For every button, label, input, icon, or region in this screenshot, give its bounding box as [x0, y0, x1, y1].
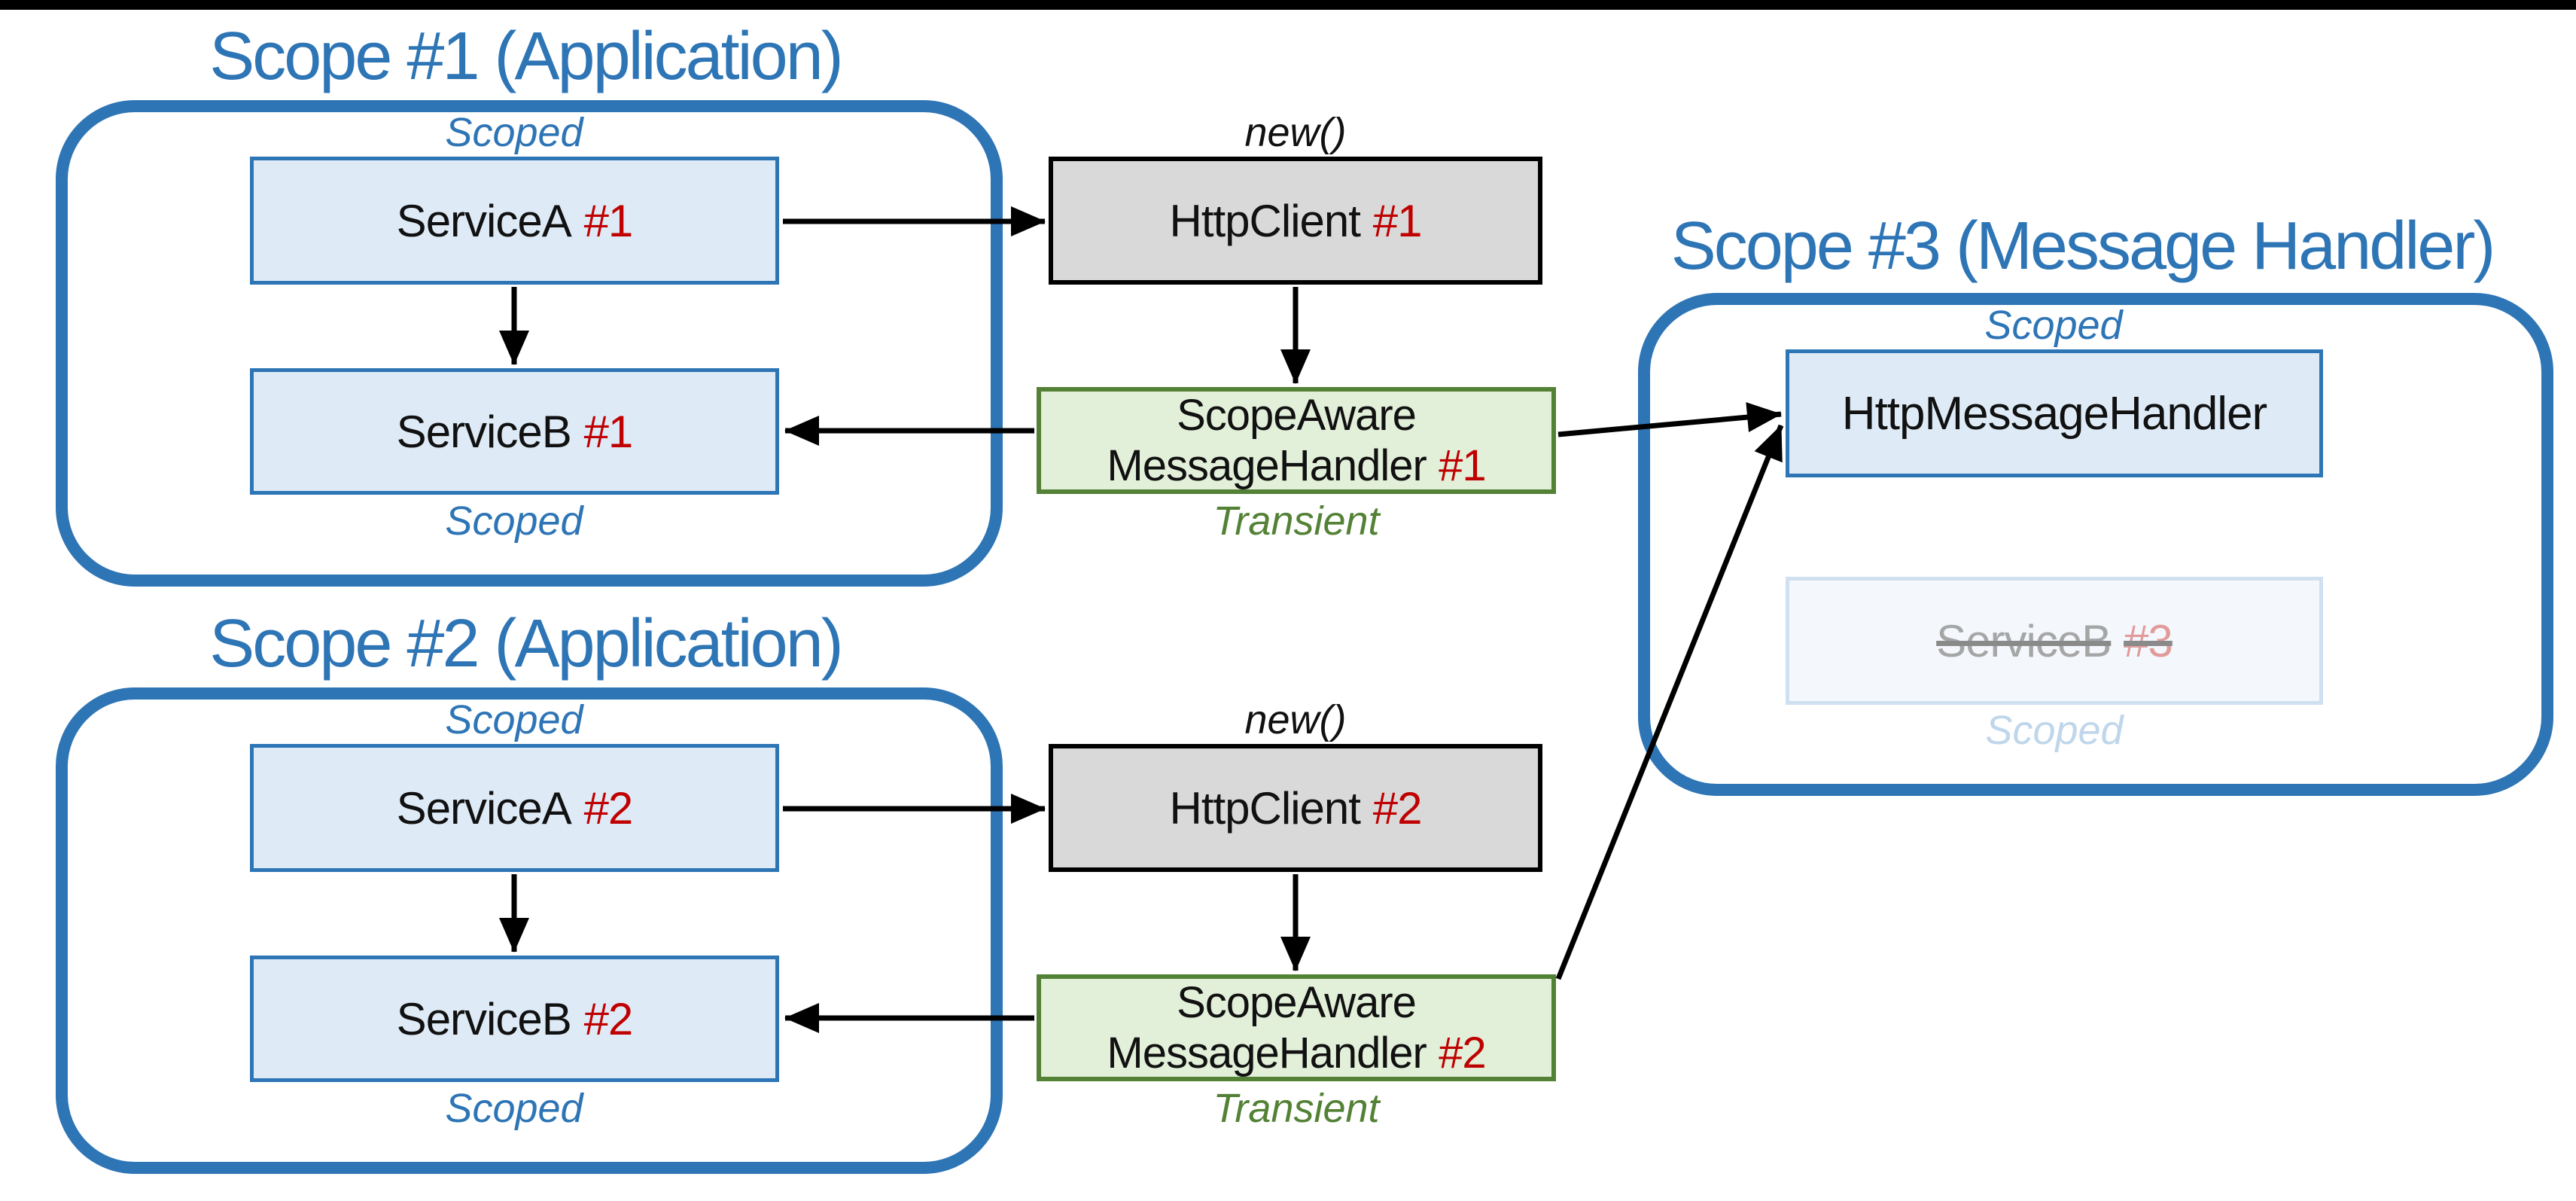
scope3-scoped-bottom-label: Scoped — [1985, 708, 2124, 753]
servicea2-label: ServiceA — [396, 782, 572, 834]
transient2-label: Transient — [1213, 1086, 1380, 1131]
httpclient2-instance: #2 — [1372, 782, 1423, 834]
scopeaware2-line2: MessageHandler — [1107, 1029, 1427, 1078]
serviceb2-box: ServiceB #2 — [250, 956, 779, 1082]
httpmessagehandler-box: HttpMessageHandler — [1786, 349, 2323, 477]
new1-label: new() — [1244, 110, 1347, 155]
scopeaware1-line2: MessageHandler — [1107, 441, 1427, 490]
httpclient1-label: HttpClient — [1169, 195, 1361, 246]
serviceb3-label: ServiceB — [1936, 615, 2112, 666]
top-black-bar — [0, 0, 2576, 10]
servicea2-instance: #2 — [583, 782, 634, 834]
scopeaware2-instance: #2 — [1439, 1029, 1487, 1078]
scope3-boundary — [1638, 293, 2553, 796]
httpclient2-box: HttpClient #2 — [1049, 744, 1542, 872]
scopeaware-messagehandler2-box: ScopeAware MessageHandler #2 — [1037, 974, 1556, 1081]
scopeaware1-line1: ScopeAware — [1177, 390, 1417, 440]
scopeaware2-line1: ScopeAware — [1177, 977, 1417, 1027]
serviceb1-label: ServiceB — [396, 406, 572, 457]
scope1-scoped-top-label: Scoped — [445, 110, 583, 155]
scope2-scoped-bottom-label: Scoped — [445, 1086, 583, 1131]
scope3-title: Scope #3 (Message Handler) — [1670, 209, 2496, 284]
scopeaware-messagehandler1-box: ScopeAware MessageHandler #1 — [1037, 387, 1556, 494]
transient1-label: Transient — [1213, 498, 1380, 544]
servicea2-box: ServiceA #2 — [250, 744, 779, 872]
scope3-scoped-top-label: Scoped — [1984, 303, 2123, 348]
serviceb3-instance: #3 — [2124, 615, 2173, 666]
scope1-scoped-bottom-label: Scoped — [445, 498, 583, 544]
servicea1-instance: #1 — [583, 195, 634, 246]
serviceb3-disposed-box: ServiceB #3 — [1786, 577, 2323, 705]
scope2-title: Scope #2 (Application) — [209, 606, 844, 681]
httpclient2-label: HttpClient — [1169, 782, 1361, 834]
new2-label: new() — [1244, 697, 1347, 742]
httpclient1-box: HttpClient #1 — [1049, 157, 1542, 285]
httpclient1-instance: #1 — [1372, 195, 1423, 246]
servicea1-box: ServiceA #1 — [250, 157, 779, 285]
scope2-scoped-top-label: Scoped — [445, 697, 583, 742]
httpmessagehandler-label: HttpMessageHandler — [1841, 387, 2267, 440]
servicea1-label: ServiceA — [396, 195, 572, 246]
scopeaware1-instance: #1 — [1439, 441, 1487, 490]
scope1-title: Scope #1 (Application) — [209, 19, 844, 94]
serviceb2-label: ServiceB — [396, 993, 572, 1044]
serviceb1-box: ServiceB #1 — [250, 368, 779, 495]
serviceb2-instance: #2 — [583, 993, 634, 1044]
serviceb1-instance: #1 — [583, 406, 634, 457]
serviceb3-strikethrough-text: ServiceB #3 — [1936, 615, 2173, 667]
